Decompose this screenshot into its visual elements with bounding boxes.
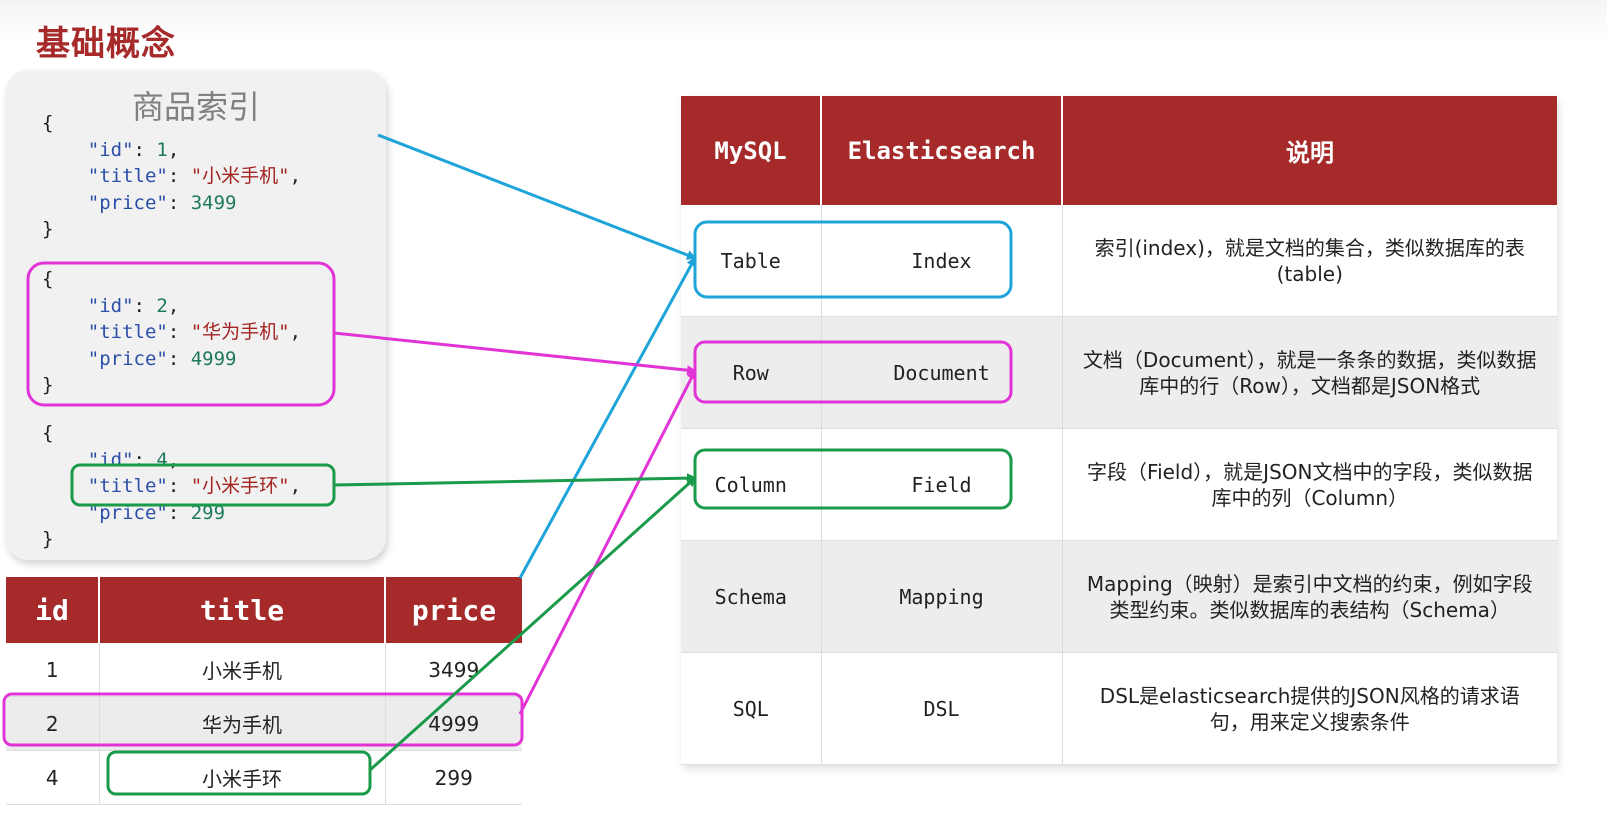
json-value: "小米手环" [190, 475, 290, 497]
field-to-column-arrow [333, 473, 697, 487]
table-header-row: MySQL Elasticsearch 说明 [681, 96, 1557, 205]
cell-title: 小米手环 [99, 750, 386, 805]
column-header-elasticsearch: Elasticsearch [821, 96, 1063, 205]
title-cell-highlight-box [106, 750, 372, 796]
cell-elasticsearch: DSL [821, 652, 1063, 765]
column-header-id: id [6, 577, 100, 643]
page-title: 基础概念 [36, 24, 176, 64]
cell-description: 索引(index)，就是文档的集合，类似数据库的表(table) [1062, 205, 1557, 317]
json-document-3: { "id": 4, "title": "小米手环", "price": 299… [42, 422, 302, 550]
cell-mysql: Schema [681, 540, 822, 653]
document-to-row-arrow [333, 331, 697, 376]
json-value: "华为手机" [190, 321, 290, 343]
json-key: "price" [87, 191, 168, 214]
cell-id: 2 [6, 696, 100, 751]
table-row: SQL DSL DSL是elasticsearch提供的JSON风格的请求语句，… [681, 652, 1557, 765]
column-header-description: 说明 [1062, 96, 1557, 205]
cell-id: 1 [6, 643, 100, 697]
cell-description: DSL是elasticsearch提供的JSON风格的请求语句，用来定义搜索条件 [1062, 652, 1557, 765]
cell-title: 小米手机 [99, 643, 386, 697]
json-key: "title" [87, 475, 168, 497]
row-to-document-arrow [518, 369, 697, 715]
json-key: "id" [87, 138, 134, 161]
table-row: Row Document 文档（Document），就是一条条的数据，类似数据库… [681, 316, 1557, 429]
json-value: "小米手机" [190, 165, 290, 187]
column-header-title: title [99, 577, 386, 643]
table-row: 1 小米手机 3499 [6, 643, 522, 697]
json-key: "price" [87, 347, 168, 370]
cell-description: Mapping（映射）是索引中文档的约束，例如字段类型约束。类似数据库的表结构（… [1062, 540, 1557, 653]
cell-id: 4 [6, 750, 100, 805]
json-value: 1 [156, 138, 168, 161]
cell-mysql: SQL [681, 652, 822, 765]
cell-price: 4999 [385, 696, 522, 751]
title-field-highlight-box [70, 463, 336, 507]
json-key: "price" [87, 501, 168, 524]
json-value: 4 [156, 448, 168, 471]
table-row: 4 小米手环 299 [6, 750, 522, 805]
cell-description: 文档（Document），就是一条条的数据，类似数据库中的行（Row），文档都是… [1062, 316, 1557, 429]
cell-description: 字段（Field），就是JSON文档中的字段，类似数据库中的列（Column） [1062, 428, 1557, 541]
table-row: Table Index 索引(index)，就是文档的集合，类似数据库的表(ta… [681, 205, 1557, 317]
product-table: id title price 1 小米手机 3499 2 华为手机 4999 4… [6, 577, 522, 805]
json-card-title: 商品索引 [131, 88, 260, 126]
cell-title: 华为手机 [99, 696, 386, 751]
table-row: 2 华为手机 4999 [6, 696, 522, 751]
cell-elasticsearch: Document [821, 316, 1063, 429]
json-value: 4999 [190, 347, 237, 370]
table-header-row: id title price [6, 577, 522, 643]
document-2-highlight-box [26, 261, 336, 407]
cell-elasticsearch: Mapping [821, 540, 1063, 653]
cell-mysql: Column [681, 428, 822, 541]
json-key: "title" [87, 165, 168, 187]
table-row: Schema Mapping Mapping（映射）是索引中文档的约束，例如字段… [681, 540, 1557, 653]
cell-mysql: Row [681, 316, 822, 429]
json-value: 2 [156, 294, 168, 317]
table-to-index-arrow [518, 256, 697, 579]
cell-price: 299 [385, 750, 522, 805]
table-row: Column Field 字段（Field），就是JSON文档中的字段，类似数据… [681, 428, 1557, 541]
concept-comparison-table: MySQL Elasticsearch 说明 Table Index 索引(in… [681, 96, 1557, 765]
json-key: "id" [87, 294, 134, 317]
cell-elasticsearch: Field [821, 428, 1063, 541]
json-document-1: { "id": 1, "title": "小米手机", "price": 349… [42, 112, 302, 240]
json-document-2: { "id": 2, "title": "华为手机", "price": 499… [42, 268, 302, 396]
json-value: 3499 [190, 191, 237, 214]
index-highlight-box [693, 220, 1013, 299]
field-highlight-box [693, 448, 1013, 510]
cell-to-field-arrow [368, 476, 697, 772]
json-key: "title" [87, 321, 168, 343]
column-header-price: price [385, 577, 522, 643]
document-highlight-box [693, 340, 1013, 404]
column-header-mysql: MySQL [681, 96, 822, 205]
row-2-highlight-box [2, 692, 524, 747]
json-document-card: 商品索引 { "id": 1, "title": "小米手机", "price"… [6, 70, 386, 560]
card-to-index-arrow [377, 133, 697, 260]
json-value: 299 [190, 501, 226, 524]
